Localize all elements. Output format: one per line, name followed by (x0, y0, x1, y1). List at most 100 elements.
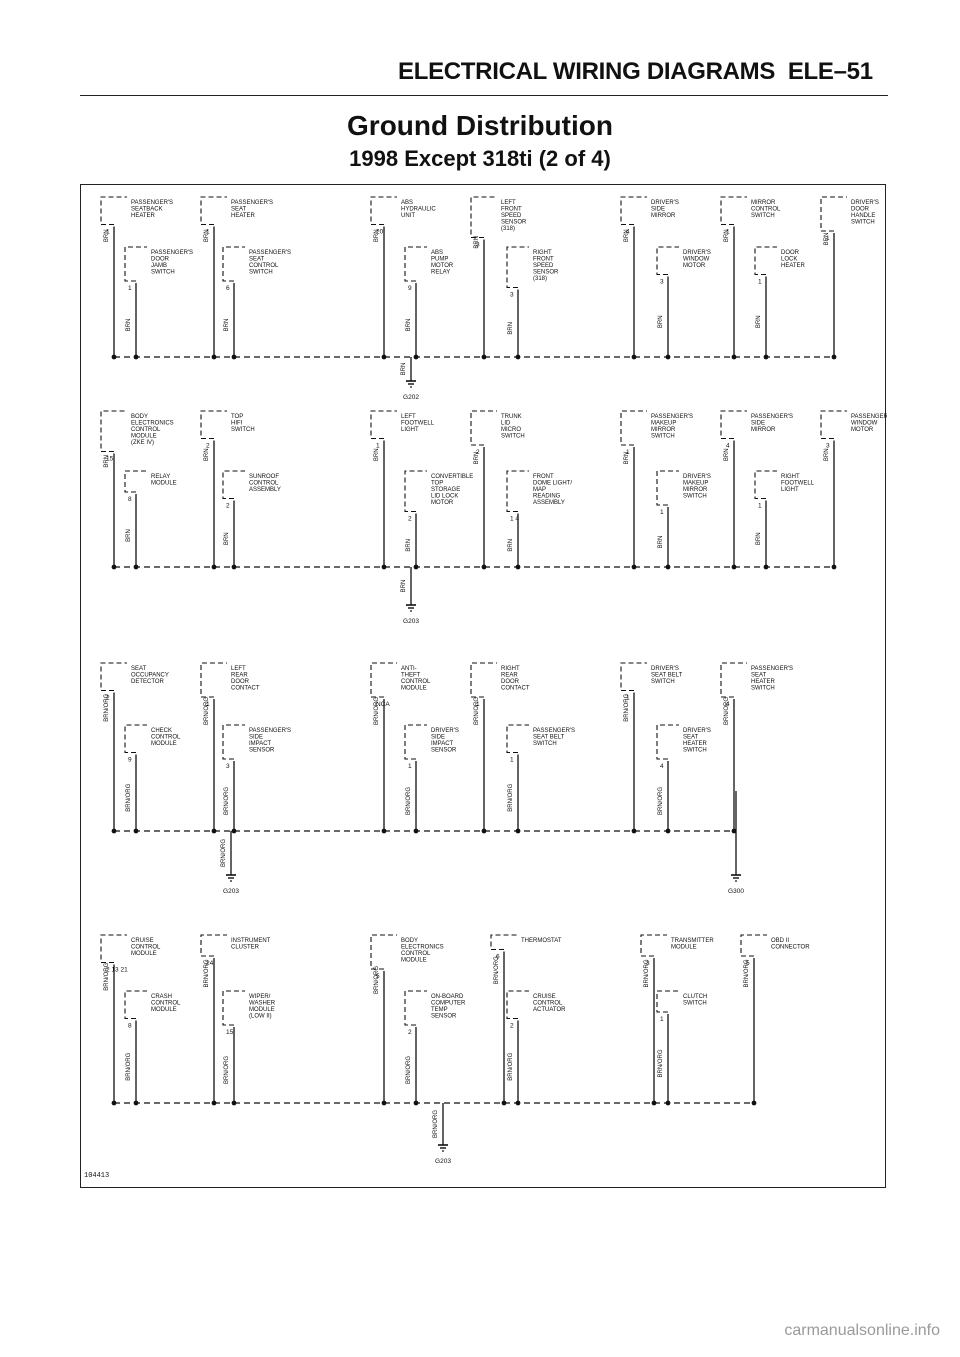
component-0-top-3-outline (470, 196, 497, 239)
component-3-mid-1-label: WIPER/ (249, 994, 271, 1000)
component-1-top-4-pin: 1 (626, 449, 630, 456)
component-0-mid-1-label: CONTROL (249, 263, 279, 269)
component-1-top-4-label: PASSENGER'S (651, 414, 693, 420)
component-0-mid-4-outline (656, 246, 679, 276)
component-0-top-2-outline (370, 196, 397, 226)
component-2-mid-4-label: DRIVER'S (683, 728, 711, 734)
wire-color-label: BRN/ORG (224, 1056, 230, 1084)
component-1-mid-4-label: MAKEUP (683, 481, 708, 487)
component-0-mid-5-label: LOCK (781, 257, 797, 263)
component-2-mid-3-label: SWITCH (533, 741, 557, 747)
component-1-top-5-label: PASSENGER'S (751, 414, 793, 420)
wire-color-label: BRN/ORG (624, 693, 630, 721)
component-2-mid-0-pin: 9 (128, 757, 132, 764)
component-1-top-0-outline (100, 410, 127, 453)
splice-dot (111, 1100, 117, 1106)
header-rule (80, 95, 888, 96)
ground-label: G203 (435, 1158, 451, 1165)
component-1-top-6-label: PASSENGER'S (851, 414, 887, 420)
splice-dot (481, 564, 487, 570)
wire-color-label: BRN/ORG (508, 783, 514, 811)
component-0-mid-3-label: FRONT (533, 257, 554, 263)
component-1-mid-4-pin: 1 (660, 509, 664, 516)
component-0-top-1-outline (200, 196, 227, 226)
component-0-top-5-label: MIRROR (751, 200, 776, 206)
component-3-top-2-label: BODY (401, 938, 418, 944)
component-3-top-0-pin: 2 13 21 (106, 967, 128, 974)
wire-color-label: BRN (624, 229, 630, 242)
component-1-top-2-outline (370, 410, 397, 440)
splice-dot (831, 354, 837, 360)
wire-color-label: BRN (756, 315, 762, 328)
component-1-mid-2-label: MOTOR (431, 500, 454, 506)
splice-dot (381, 564, 387, 570)
splice-dot (501, 1100, 507, 1106)
component-3-top-1-pin: 24 (206, 960, 214, 967)
splice-dot (631, 354, 637, 360)
component-2-top-0-label: OCCUPANCY (131, 673, 169, 679)
component-3-mid-0-label: CONTROL (151, 1001, 181, 1007)
component-1-top-2-label: LEFT (401, 414, 416, 420)
component-1-mid-4-outline (656, 470, 679, 506)
component-3-mid-3-pin: 2 (510, 1023, 514, 1030)
wire-color-label: BRN/ORG (724, 697, 730, 725)
wire-color-label: BRN (824, 448, 830, 461)
component-3-mid-3-label: ACTUATOR (533, 1007, 566, 1013)
component-0-mid-0-label: SWITCH (151, 270, 175, 276)
component-0-mid-0-outline (124, 246, 147, 282)
component-2-mid-1-outline (222, 724, 245, 760)
wire-color-label: BRN/ORG (204, 697, 210, 725)
component-2-top-1-label: LEFT (231, 666, 246, 672)
component-0-top-1-label: PASSENGER'S (231, 200, 273, 206)
component-0-mid-3-outline (506, 246, 529, 289)
component-0-mid-4-label: MOTOR (683, 263, 706, 269)
component-1-mid-5-label: RIGHT (781, 474, 800, 480)
component-3-top-4-label: TRANSMITTER (671, 938, 714, 944)
diagram-title: Ground Distribution (347, 110, 613, 141)
component-2-top-3-label: DOOR (501, 679, 520, 685)
component-2-top-0-label: SEAT (131, 666, 147, 672)
wire-color-label: BRN/ORG (406, 787, 412, 815)
splice-dot (111, 828, 117, 834)
component-2-mid-2-label: DRIVER'S (431, 728, 459, 734)
component-3-mid-3-label: CONTROL (533, 1001, 563, 1007)
component-2-top-2-label: ANTI- (401, 666, 417, 672)
component-2-top-5-outline (720, 662, 747, 698)
splice-dot (665, 564, 671, 570)
component-2-mid-2-outline (404, 724, 427, 760)
component-2-top-4-pin: 1 (626, 695, 630, 702)
component-0-top-5-label: CONTROL (751, 207, 781, 213)
component-0-mid-1-label: SEAT (249, 257, 265, 263)
component-3-mid-4-label: SWITCH (683, 1001, 707, 1007)
splice-dot (515, 828, 521, 834)
wire-color-label: BRN/ORG (744, 959, 750, 987)
component-0-top-3-label: FRONT (501, 207, 522, 213)
component-3-top-1-label: CLUSTER (231, 945, 260, 951)
component-2-top-0-outline (100, 662, 127, 692)
component-0-top-2-label: ABS (401, 200, 413, 206)
component-2-top-1-label: CONTACT (231, 686, 260, 692)
component-0-top-0-label: PASSENGER'S (131, 200, 173, 206)
component-2-top-2-pin: NCA (376, 701, 390, 708)
splice-dot (665, 1100, 671, 1106)
component-3-mid-0-label: MODULE (151, 1007, 177, 1013)
component-1-top-0-pin: 15 (106, 456, 114, 463)
component-0-mid-2-pin: 9 (408, 285, 412, 292)
component-3-top-2-label: CONTROL (401, 951, 431, 957)
component-2-mid-4-outline (656, 724, 679, 760)
component-1-mid-3-pin: 1 4 (510, 516, 519, 523)
component-3-mid-0-outline (124, 990, 147, 1020)
component-0-top-4-label: DRIVER'S (651, 200, 679, 206)
splice-dot (515, 354, 521, 360)
wire-color-label: BRN (126, 319, 132, 332)
component-1-mid-5-label: LIGHT (781, 487, 799, 493)
component-2-mid-1-label: PASSENGER'S (249, 728, 291, 734)
component-2-mid-3-label: PASSENGER'S (533, 728, 575, 734)
component-1-mid-1-pin: 2 (226, 503, 230, 510)
component-3-mid-1-label: MODULE (249, 1007, 275, 1013)
component-0-mid-2-label: PUMP (431, 257, 448, 263)
component-0-mid-0-pin: 1 (128, 285, 132, 292)
splice-dot (763, 354, 769, 360)
component-1-top-4-label: SWITCH (651, 434, 675, 440)
component-3-top-0-label: MODULE (131, 951, 157, 957)
